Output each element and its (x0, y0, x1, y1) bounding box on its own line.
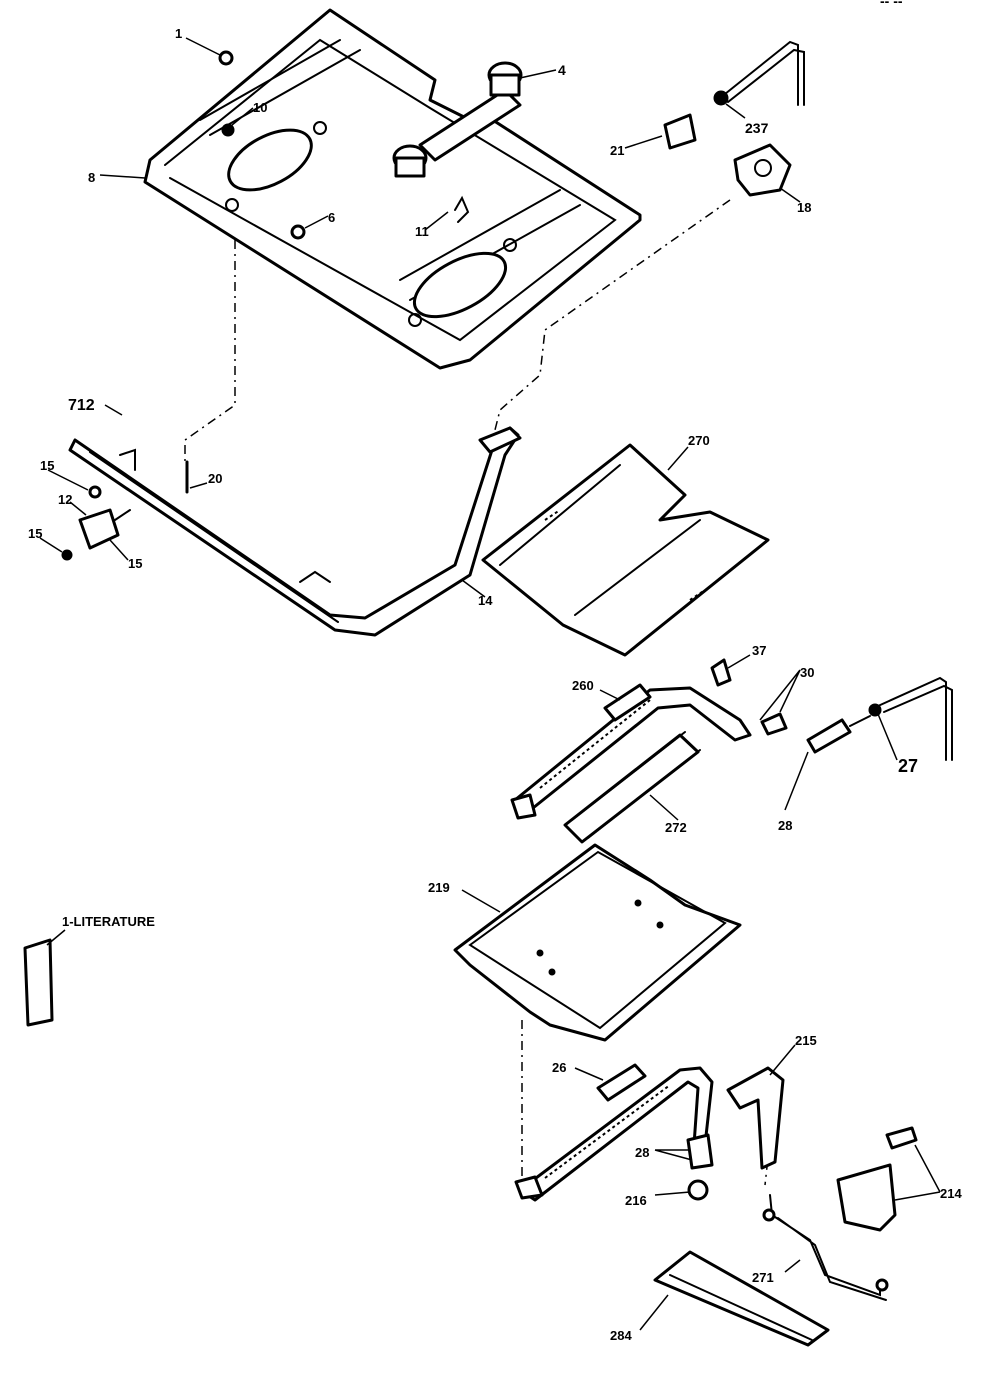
label-14: 14 (478, 593, 493, 608)
label-15b: 15 (28, 526, 42, 541)
label-214: 214 (940, 1186, 962, 1201)
leader-lines (39, 37, 941, 1331)
valve-15 (78, 508, 120, 550)
label-26: 26 (552, 1060, 566, 1075)
label-216: 216 (625, 1193, 647, 1208)
corner-text: -- -- (880, 0, 903, 9)
screw-15a (88, 485, 102, 499)
label-284: 284 (610, 1328, 632, 1343)
screw-1 (218, 50, 234, 66)
label-215: 215 (795, 1033, 817, 1048)
trim-284 (653, 1250, 830, 1347)
label-10: 10 (253, 100, 267, 115)
label-270: 270 (688, 433, 710, 448)
ignitor-26 (596, 1063, 647, 1102)
label-literature: 1-LITERATURE (62, 914, 155, 929)
nut-10 (221, 123, 235, 137)
label-12: 12 (58, 492, 72, 507)
valve-assembly (392, 61, 523, 178)
callout-labels: 1 10 4 8 6 11 237 21 18 712 15 12 15 15 … (28, 26, 962, 1343)
literature-booklet (23, 938, 54, 1027)
label-21: 21 (610, 143, 624, 158)
gas-tube-mid (877, 676, 953, 761)
label-15a: 15 (40, 458, 54, 473)
label-30: 30 (800, 665, 814, 680)
label-1: 1 (175, 26, 182, 41)
label-4: 4 (558, 62, 566, 78)
orifice-28 (806, 718, 852, 754)
label-28: 28 (778, 818, 792, 833)
bracket-214 (885, 1126, 918, 1150)
label-219: 219 (428, 880, 450, 895)
label-15c: 15 (128, 556, 142, 571)
clips-28b (686, 1133, 714, 1170)
bracket-215 (726, 1066, 785, 1170)
screw-15c (61, 549, 73, 561)
label-18: 18 (797, 200, 811, 215)
broil-burner (510, 686, 752, 820)
orifice-21 (663, 113, 697, 150)
label-237: 237 (745, 120, 769, 136)
grommet-216 (687, 1179, 709, 1201)
label-28b: 28 (635, 1145, 649, 1160)
label-20: 20 (208, 471, 222, 486)
label-260: 260 (572, 678, 594, 693)
ignitor-260 (603, 683, 652, 722)
label-8: 8 (88, 170, 95, 185)
label-37: 37 (752, 643, 766, 658)
label-712: 712 (68, 397, 95, 414)
screw-6 (290, 224, 306, 240)
broiler-pan-219 (453, 843, 742, 1042)
clip-30 (760, 712, 788, 736)
valve-214 (836, 1163, 897, 1232)
baffle-270 (481, 443, 770, 657)
burner-box (143, 8, 642, 370)
label-272: 272 (665, 820, 687, 835)
bracket-37 (710, 658, 732, 687)
label-27: 27 (898, 756, 918, 776)
clip-11 (454, 195, 470, 223)
label-6: 6 (328, 210, 335, 225)
nut-237 (713, 90, 729, 106)
gas-tube-top (719, 40, 805, 106)
label-271: 271 (752, 1270, 774, 1285)
bracket-18 (733, 143, 792, 197)
label-11: 11 (415, 224, 429, 239)
oven-burner-tube (68, 426, 522, 637)
